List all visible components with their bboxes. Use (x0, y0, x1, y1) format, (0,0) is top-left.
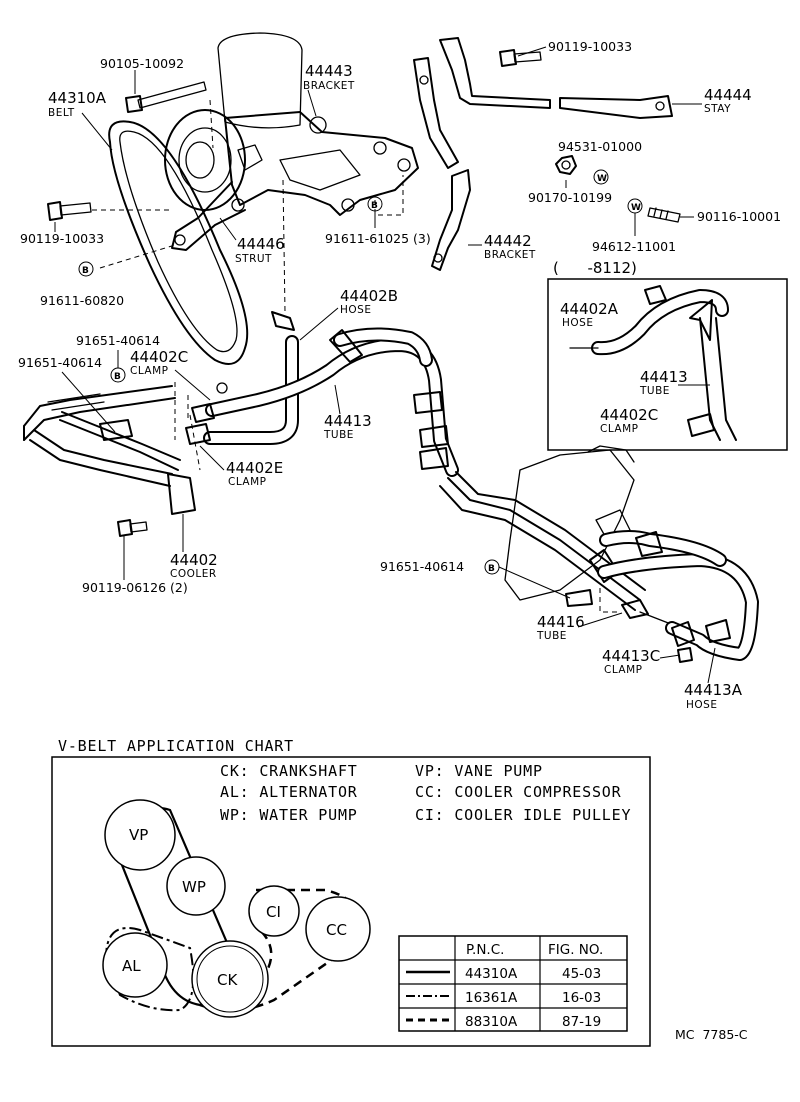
label-tube-no: 44413 (324, 412, 372, 430)
pulley-ci (248, 885, 300, 937)
bolt-90105-10092 (125, 81, 207, 113)
vbelt-chart: V-BELT APPLICATION CHART CK: CRANKSHAFT … (51, 737, 651, 1047)
label-bolt-cl2: 91651-40614 (18, 355, 102, 370)
part-labels: 90105-10092 44310A BELT 44443 BRACKET 90… (18, 39, 781, 711)
label-clamp3-name: CLAMP (604, 664, 643, 676)
table-row1-fig: 45-03 (562, 966, 601, 982)
hose-44413a (597, 530, 759, 663)
label-bolt-b2-no: 91611-60820 (40, 293, 124, 308)
label-nut2-no: 90170-10199 (528, 190, 612, 205)
label-tube-name: TUBE (323, 429, 354, 441)
label-inset-clamp-no: 44402C (600, 406, 658, 424)
label-nut-no: 94531-01000 (558, 139, 642, 154)
label-bolt-b-no: 91611-61025 (3) (325, 231, 431, 246)
label-stay-no: 44444 (704, 86, 752, 104)
label-bolt-tube-badge: B (488, 564, 495, 574)
label-clamp-badge: B (114, 372, 121, 382)
bolt-90119-10033-left (47, 201, 92, 221)
label-inset-title: ( -8112) (553, 259, 637, 277)
label-tube2-name: TUBE (536, 630, 567, 642)
label-bolt-top: 90105-10092 (100, 56, 184, 71)
hose-44402b (203, 311, 299, 445)
vbelt-table: P.N.C. FIG. NO. 44310A 45-03 16361A 16-0… (398, 935, 628, 1032)
pulley-vp (104, 799, 176, 871)
label-strut-no: 44446 (237, 235, 285, 253)
label-inset-clamp-name: CLAMP (600, 423, 639, 435)
label-belt-no: 44310A (48, 89, 107, 107)
clamps-44402c-44402e (174, 382, 228, 471)
label-bolt-tube-no: 91651-40614 (380, 559, 464, 574)
label-bracket2-name: BRACKET (484, 249, 536, 261)
nut-stud-washer-group (555, 155, 681, 223)
label-washer-no: 94612-11001 (592, 239, 676, 254)
label-stud-no: 90116-10001 (697, 209, 781, 224)
label-hose2-name: HOSE (686, 699, 717, 711)
label-clamp-c-name: CLAMP (130, 365, 169, 377)
label-bracket-no: 44443 (305, 62, 353, 80)
label-cooler-no: 44402 (170, 551, 218, 569)
pulley-cc (305, 896, 371, 962)
table-row3-pnc: 88310A (465, 1014, 518, 1030)
label-strut-name: STRUT (235, 253, 272, 265)
cooler-44402 (23, 385, 196, 537)
pulley-al-label: AL (122, 957, 141, 975)
label-hose2-no: 44413A (684, 681, 743, 699)
label-nut-badge: W (597, 174, 607, 184)
label-bolt-stay: 90119-10033 (548, 39, 632, 54)
legend-vp: VP: VANE PUMP (415, 762, 543, 780)
pulley-ck (191, 940, 269, 1018)
table-header-fig: FIG. NO. (548, 942, 603, 958)
label-hose-no: 44402B (340, 287, 398, 305)
tube-44413 (205, 327, 459, 477)
legend-wp: WP: WATER PUMP (220, 806, 358, 824)
label-belt-name: BELT (48, 107, 75, 119)
label-clamp3-no: 44413C (602, 647, 660, 665)
label-inset-hose-no: 44402A (560, 300, 619, 318)
label-inset-tube-no: 44413 (640, 368, 688, 386)
belt-44310a (108, 120, 249, 365)
label-bolt-cl1: 91651-40614 (76, 333, 160, 348)
label-hose-name: HOSE (340, 304, 371, 316)
label-clamp-e-no: 44402E (226, 459, 283, 477)
stay-and-bracket-assembly (413, 37, 673, 271)
label-bracket2-no: 44442 (484, 232, 532, 250)
pulley-wp (166, 856, 226, 916)
legend-al: AL: ALTERNATOR (220, 783, 358, 801)
label-stay-name: STAY (704, 103, 731, 115)
legend-ck: CK: CRANKSHAFT (220, 762, 358, 780)
label-bolt-left: 90119-10033 (20, 231, 104, 246)
tube-44416 (439, 471, 677, 627)
table-row3-fig: 87-19 (562, 1014, 601, 1030)
label-bolt-b2-badge: B (82, 266, 89, 276)
label-inset-tube-name: TUBE (639, 385, 670, 397)
label-cooler-name: COOLER (170, 568, 217, 580)
label-washer-badge: W (631, 203, 641, 213)
table-row2-fig: 16-03 (562, 990, 601, 1006)
label-clamp-c-no: 44402C (130, 348, 188, 366)
label-tube2-no: 44416 (537, 613, 585, 631)
pulley-vp-label: VP (129, 826, 148, 844)
table-header-pnc: P.N.C. (466, 942, 504, 958)
vane-pump-assembly (92, 32, 419, 313)
steering-gear-body (504, 445, 635, 601)
vbelt-chart-frame (51, 756, 651, 1047)
vbelt-chart-title: V-BELT APPLICATION CHART (58, 737, 294, 755)
label-bracket-name: BRACKET (303, 80, 355, 92)
pulley-cc-label: CC (326, 921, 347, 939)
pulley-ci-label: CI (266, 903, 281, 921)
label-clamp-e-name: CLAMP (228, 476, 267, 488)
pulley-wp-label: WP (182, 878, 206, 896)
pulley-ck-label: CK (217, 971, 238, 989)
table-row2-pnc: 16361A (465, 990, 518, 1006)
legend-cc: CC: COOLER COMPRESSOR (415, 783, 622, 801)
legend-ci: CI: COOLER IDLE PULLEY (415, 806, 631, 824)
label-bolt-cooler: 90119-06126 (2) (82, 580, 188, 595)
figure-reference: MC 7785-C (675, 1027, 748, 1042)
inset-box (547, 278, 788, 451)
table-row1-pnc: 44310A (465, 966, 518, 982)
pulley-al (102, 932, 168, 998)
label-bolt-b-badge: B (371, 201, 378, 211)
label-inset-hose-name: HOSE (562, 317, 593, 329)
